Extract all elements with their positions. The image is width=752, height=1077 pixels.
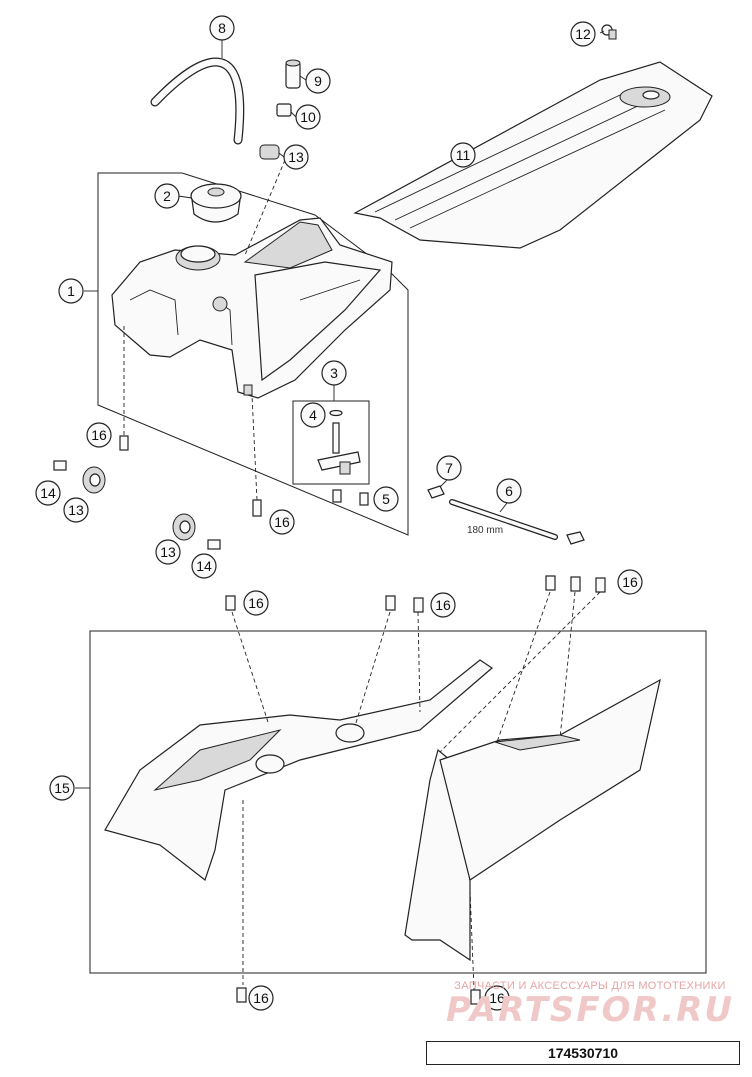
callout-16-tank-bottom: 16: [269, 509, 295, 535]
fuel-tank: [111, 217, 393, 399]
left-spoiler: [104, 611, 493, 985]
svg-text:13: 13: [288, 149, 304, 165]
svg-text:16: 16: [622, 574, 638, 590]
callout-8: 8: [209, 15, 235, 41]
svg-text:3: 3: [330, 365, 338, 381]
svg-text:8: 8: [218, 20, 226, 36]
tap-screws: [332, 489, 369, 506]
mount-screw-stack: [244, 59, 301, 256]
callout-14-left: 14: [35, 480, 61, 506]
svg-text:4: 4: [309, 407, 317, 423]
drawing-number: 174530710: [426, 1041, 740, 1065]
right-spoiler: [404, 591, 661, 991]
callout-11: 11: [450, 142, 476, 168]
hose-length-label: 180 mm: [467, 525, 503, 536]
svg-text:14: 14: [40, 485, 56, 501]
svg-text:15: 15: [54, 780, 70, 796]
callout-5: 5: [373, 486, 399, 512]
seat: [353, 61, 713, 249]
callout-3: 3: [321, 360, 347, 386]
callout-16-spoiler-mid: 16: [430, 592, 456, 618]
callout-6: 6: [496, 478, 522, 504]
callout-13-top: 13: [283, 144, 309, 170]
callout-15: 15: [49, 775, 75, 801]
callout-10: 10: [295, 104, 321, 130]
callout-16-bottom-right: 16: [484, 985, 510, 1011]
svg-text:14: 14: [196, 558, 212, 574]
fuel-cap: [190, 183, 242, 223]
svg-text:2: 2: [163, 188, 171, 204]
callout-16-spoiler-left: 16: [243, 590, 269, 616]
svg-text:16: 16: [489, 990, 505, 1006]
callout-14-bottom: 14: [191, 553, 217, 579]
svg-text:5: 5: [382, 491, 390, 507]
svg-text:9: 9: [314, 73, 322, 89]
svg-text:13: 13: [160, 544, 176, 560]
svg-text:16: 16: [435, 597, 451, 613]
svg-text:16: 16: [248, 595, 264, 611]
callout-16-tank-left: 16: [86, 422, 112, 448]
rubber-mounts: [53, 460, 221, 550]
svg-text:13: 13: [68, 502, 84, 518]
callout-4: 4: [300, 402, 326, 428]
tank-group-frame: [97, 172, 409, 536]
spoiler-bolts: [225, 575, 606, 1005]
seat-bolt: [601, 24, 617, 40]
callout-9: 9: [305, 68, 331, 94]
callout-16-bottom-left: 16: [248, 985, 274, 1011]
fuel-tap: [317, 409, 361, 475]
callout-13-bottom: 13: [155, 539, 181, 565]
svg-text:11: 11: [456, 147, 471, 163]
fuel-hose-assembly: [427, 485, 585, 545]
callout-1: 1: [58, 278, 84, 304]
callout-12: 12: [570, 21, 596, 47]
svg-text:10: 10: [300, 109, 316, 125]
fuel-tap-box: [292, 400, 370, 485]
svg-text:1: 1: [67, 283, 75, 299]
callout-13-left: 13: [63, 497, 89, 523]
callout-7: 7: [436, 455, 462, 481]
svg-text:6: 6: [505, 483, 513, 499]
svg-text:12: 12: [575, 26, 591, 42]
spoiler-group-frame: [89, 630, 707, 974]
svg-text:16: 16: [274, 514, 290, 530]
callout-16-spoiler-right: 16: [617, 569, 643, 595]
callout-2: 2: [154, 183, 180, 209]
svg-text:7: 7: [445, 460, 453, 476]
svg-text:16: 16: [253, 990, 269, 1006]
breather-hose: [150, 57, 245, 145]
tank-bolts: [119, 325, 262, 517]
svg-text:16: 16: [91, 427, 107, 443]
